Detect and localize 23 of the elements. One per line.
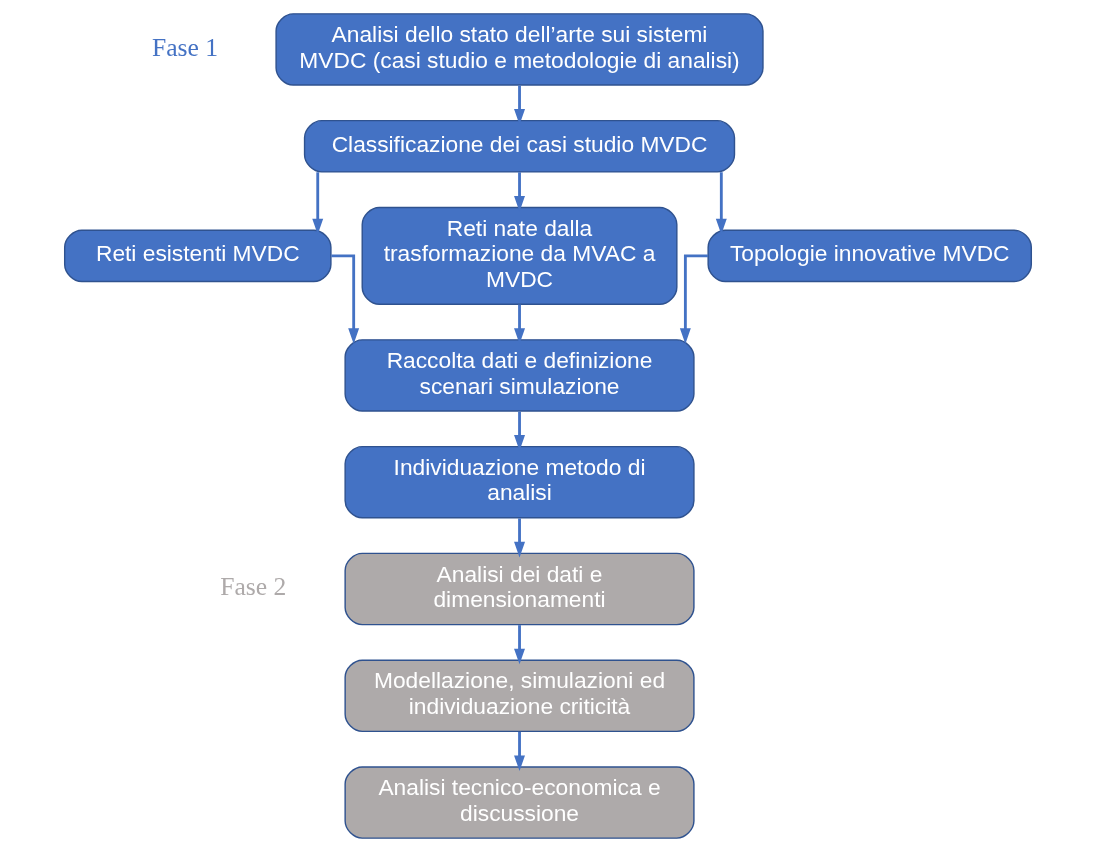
arrow (513, 411, 525, 451)
node-box: Individuazione metodo di analisi (343, 445, 695, 519)
node-box: Classificazione dei casi studio MVDC (303, 119, 735, 173)
arrow (513, 731, 525, 772)
node-box: Modellazione, simulazioni ed individuazione criticità (343, 659, 695, 733)
arrow (513, 625, 525, 665)
arrow (679, 254, 708, 344)
arrow (513, 304, 525, 344)
arrow (330, 254, 359, 344)
arrow (311, 172, 323, 235)
node-box: Topologie innovative MVDC (706, 229, 1032, 283)
node-box: Reti esistenti MVDC (63, 229, 332, 283)
node-box: Analisi dello stato dell’arte sui sistemi MVDC (casi studio e metodologie di analisi) (274, 13, 764, 86)
label: Fase 1 (151, 32, 218, 62)
node-box: Reti nate dalla trasformazione da MVAC a MVDC (361, 206, 678, 305)
label: Fase 2 (219, 572, 286, 602)
arrow (513, 85, 525, 125)
node-box: Analisi dei dati e dimensionamenti (343, 552, 695, 626)
node-box: Analisi tecnico-economica e discussione (343, 766, 695, 839)
node-box: Raccolta dati e definizione scenari simulazione (343, 339, 695, 412)
arrow (715, 172, 727, 235)
arrow (513, 518, 525, 558)
arrow (513, 172, 525, 212)
